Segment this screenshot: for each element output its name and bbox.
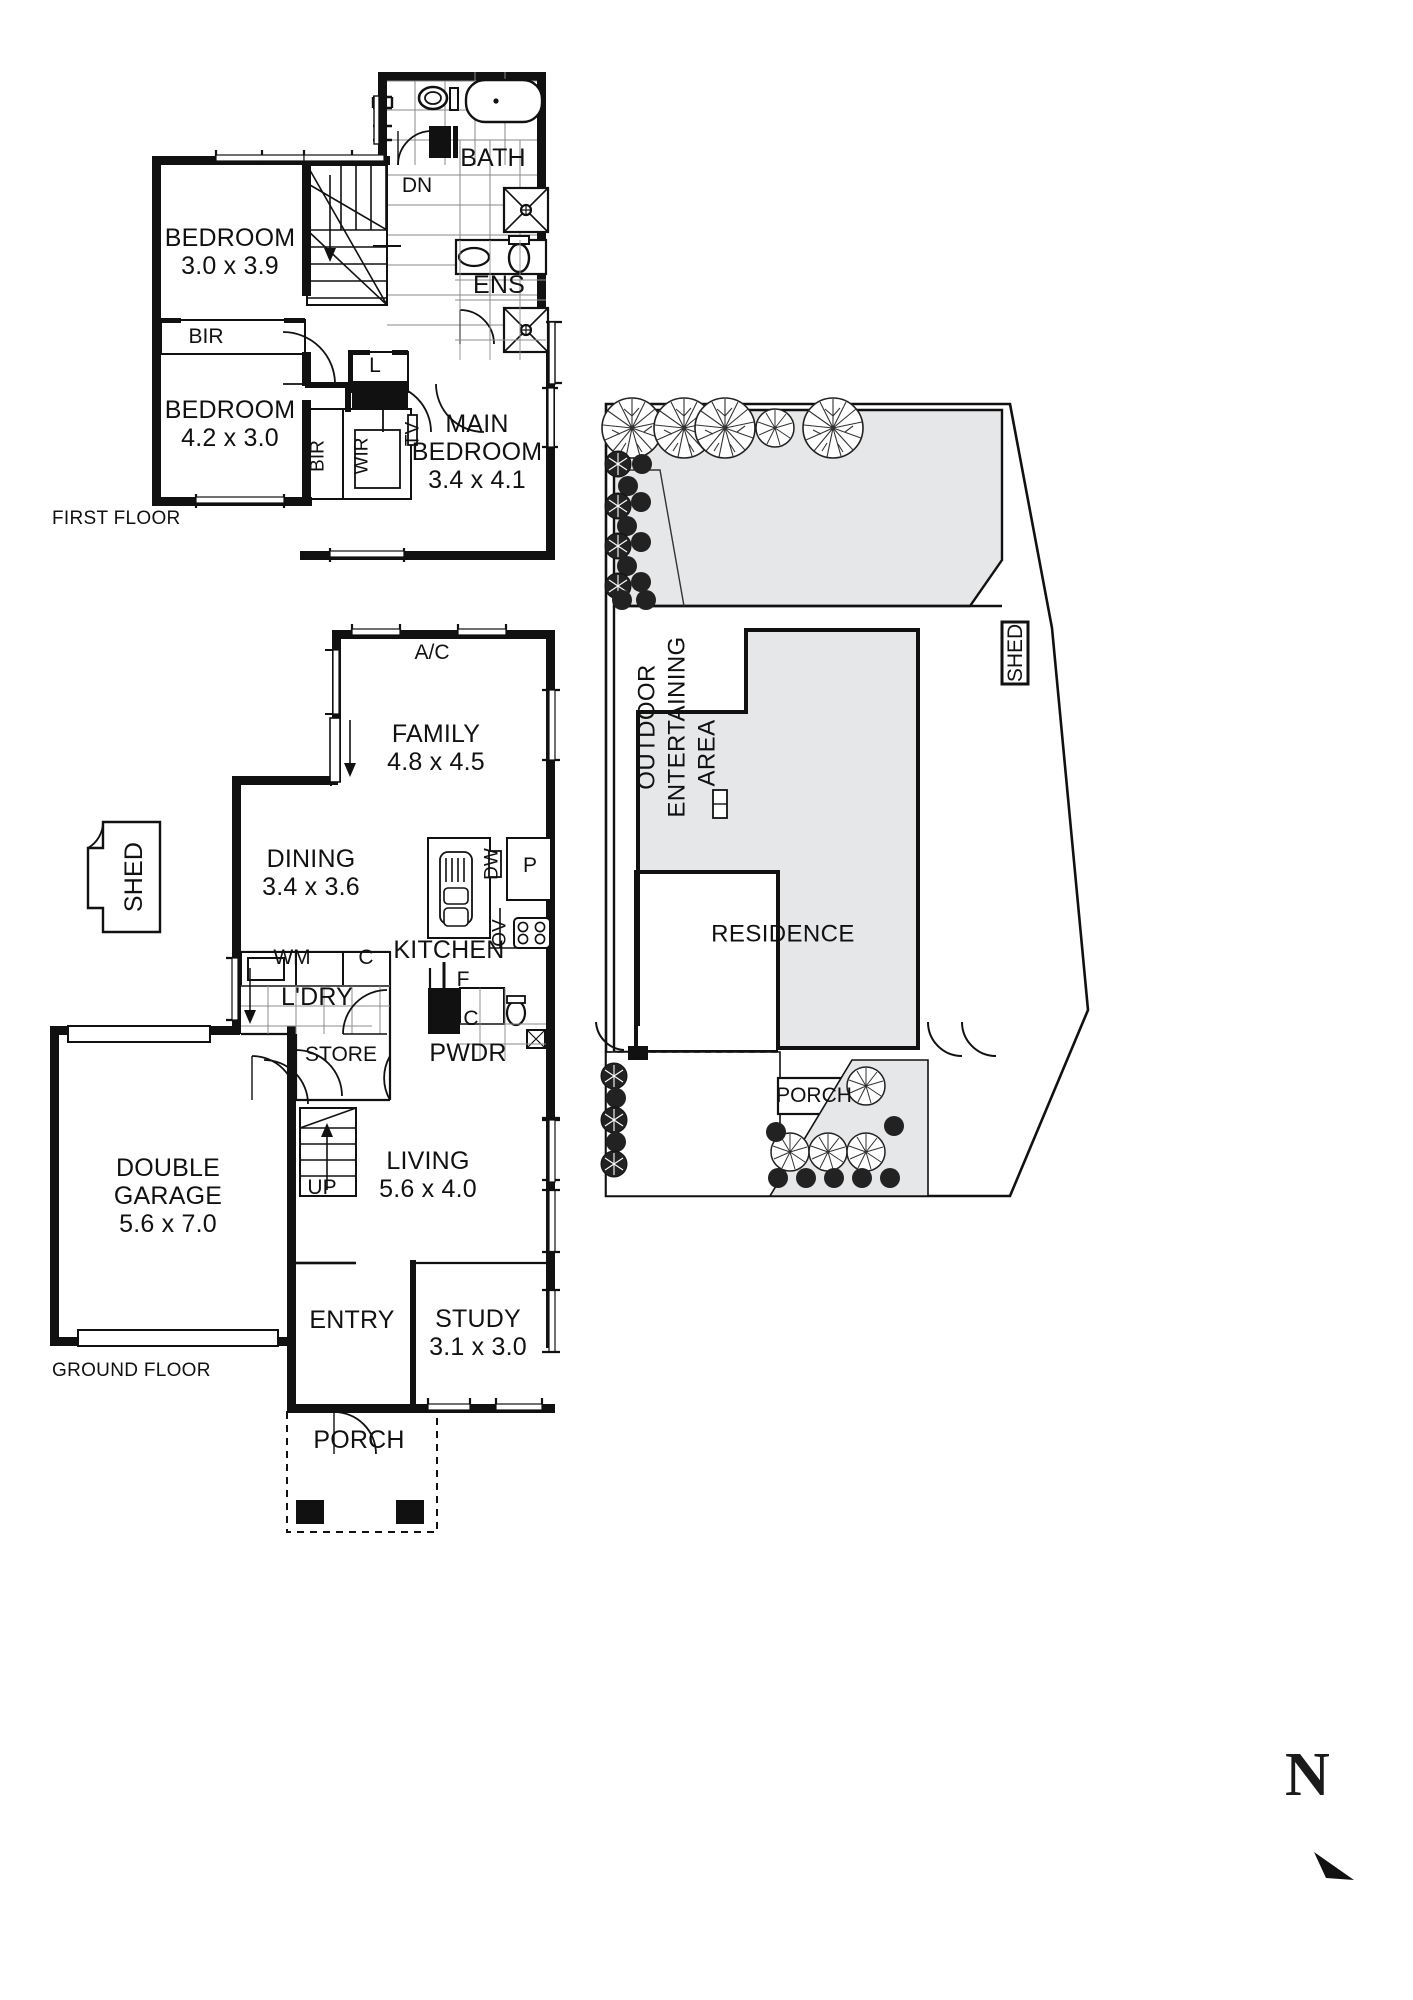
room-label-dining: DINING 3.4 x 3.6	[262, 845, 360, 901]
fridge	[428, 962, 460, 1034]
bir-box-1	[160, 318, 306, 355]
cupboard-label-powder: C	[463, 1007, 479, 1031]
site-label-outdoor: OUTDOOR	[633, 664, 661, 790]
ground-floor-plan	[50, 624, 560, 1533]
linen-cupboard	[351, 350, 409, 409]
room-dimension: 3.0 x 3.9	[181, 252, 279, 280]
floor-label-first: FIRST FLOOR	[52, 508, 181, 529]
pantry-box	[506, 837, 552, 901]
room-label-kitchen: KITCHEN	[393, 936, 505, 964]
room-label-living: LIVING 5.6 x 4.0	[379, 1147, 477, 1203]
room-dimension: 4.8 x 4.5	[387, 748, 485, 776]
room-label-bedroom-2: BEDROOM 4.2 x 3.0	[165, 396, 296, 452]
cooktop	[490, 908, 551, 949]
room-label-garage: DOUBLE GARAGE 5.6 x 7.0	[114, 1154, 222, 1238]
shed-label-groundfloor: SHED	[120, 841, 148, 913]
room-label-family: FAMILY 4.8 x 4.5	[387, 720, 485, 776]
room-label-ens: ENS	[472, 271, 526, 299]
site-label-porch: PORCH	[776, 1084, 852, 1108]
room-name: LIVING	[386, 1147, 470, 1175]
room-name-line2: GARAGE	[113, 1182, 223, 1210]
garage-door-bottom	[77, 1329, 279, 1347]
site-label-area: AREA	[693, 719, 721, 787]
room-label-entry: ENTRY	[309, 1306, 395, 1334]
stair-direction-up-label: UP	[307, 1176, 337, 1200]
room-dimension: 3.4 x 4.1	[428, 466, 526, 494]
shed-outline-left	[86, 820, 162, 934]
washing-machine-label: WM	[273, 946, 311, 970]
bath-fixtures	[371, 78, 544, 166]
kitchen-island	[427, 837, 502, 939]
dishwasher-label: DW	[481, 848, 503, 880]
room-name: DINING	[266, 845, 356, 873]
room-name: FAMILY	[391, 720, 481, 748]
room-name: STUDY	[435, 1305, 521, 1333]
front-porch	[286, 1411, 438, 1533]
room-dimension: 3.4 x 3.6	[262, 873, 360, 901]
pantry-label: P	[522, 854, 538, 878]
room-label-bath: BATH	[460, 144, 526, 172]
north-letter: N	[1285, 1741, 1330, 1809]
site-label-residence: RESIDENCE	[711, 920, 855, 948]
site-shed	[1000, 620, 1030, 686]
room-name-line1: DOUBLE	[115, 1154, 221, 1182]
room-label-powder: PWDR	[429, 1039, 507, 1067]
ac-unit-label: A/C	[414, 641, 450, 665]
stair-direction-dn-label: DN	[401, 174, 433, 198]
site-label-shed: SHED	[1004, 623, 1028, 683]
room-dimension: 4.2 x 3.0	[181, 424, 279, 452]
powder-cupboard	[459, 987, 505, 1025]
wir-bir-group	[306, 408, 418, 500]
floor-label-ground: GROUND FLOOR	[52, 1360, 211, 1381]
room-name: BEDROOM	[164, 396, 296, 424]
tv-point-label: TV	[402, 421, 424, 447]
ens-fixtures	[454, 235, 562, 385]
room-name-line2: BEDROOM	[411, 438, 543, 466]
linen-label: L	[369, 354, 381, 378]
laundry-fixtures	[240, 951, 391, 1035]
room-label-main-bedroom: MAIN BEDROOM 3.4 x 4.1	[412, 410, 543, 494]
cupboard-label-laundry: C	[358, 946, 374, 970]
compass: N	[1285, 1740, 1395, 1860]
room-label-bedroom-1: BEDROOM 3.0 x 3.9	[165, 224, 296, 280]
first-floor-plan	[152, 72, 562, 562]
garage-door-top	[67, 1025, 211, 1043]
room-dimension: 3.1 x 3.0	[429, 1333, 527, 1361]
bir-label-1: BIR	[188, 325, 224, 349]
room-dimension: 5.6 x 7.0	[119, 1210, 217, 1238]
oven-label: OV	[489, 919, 511, 947]
room-dimension: 5.6 x 4.0	[379, 1175, 477, 1203]
fridge-label: F	[456, 968, 470, 992]
room-label-study: STUDY 3.1 x 3.0	[429, 1305, 527, 1361]
room-label-porch: PORCH	[313, 1426, 405, 1454]
site-label-entertaining: ENTERTAINING	[663, 636, 691, 818]
room-name: BEDROOM	[164, 224, 296, 252]
room-name-line1: MAIN	[445, 410, 509, 438]
north-arrow	[1314, 1852, 1354, 1880]
site-plan	[595, 397, 1090, 1198]
bir-label-2: BIR	[307, 440, 329, 472]
stairs-down	[306, 164, 401, 306]
stairs-up	[299, 1107, 357, 1197]
store-label: STORE	[305, 1043, 377, 1067]
room-label-laundry: L'DRY	[280, 983, 354, 1011]
wir-label: WIR	[351, 437, 373, 475]
